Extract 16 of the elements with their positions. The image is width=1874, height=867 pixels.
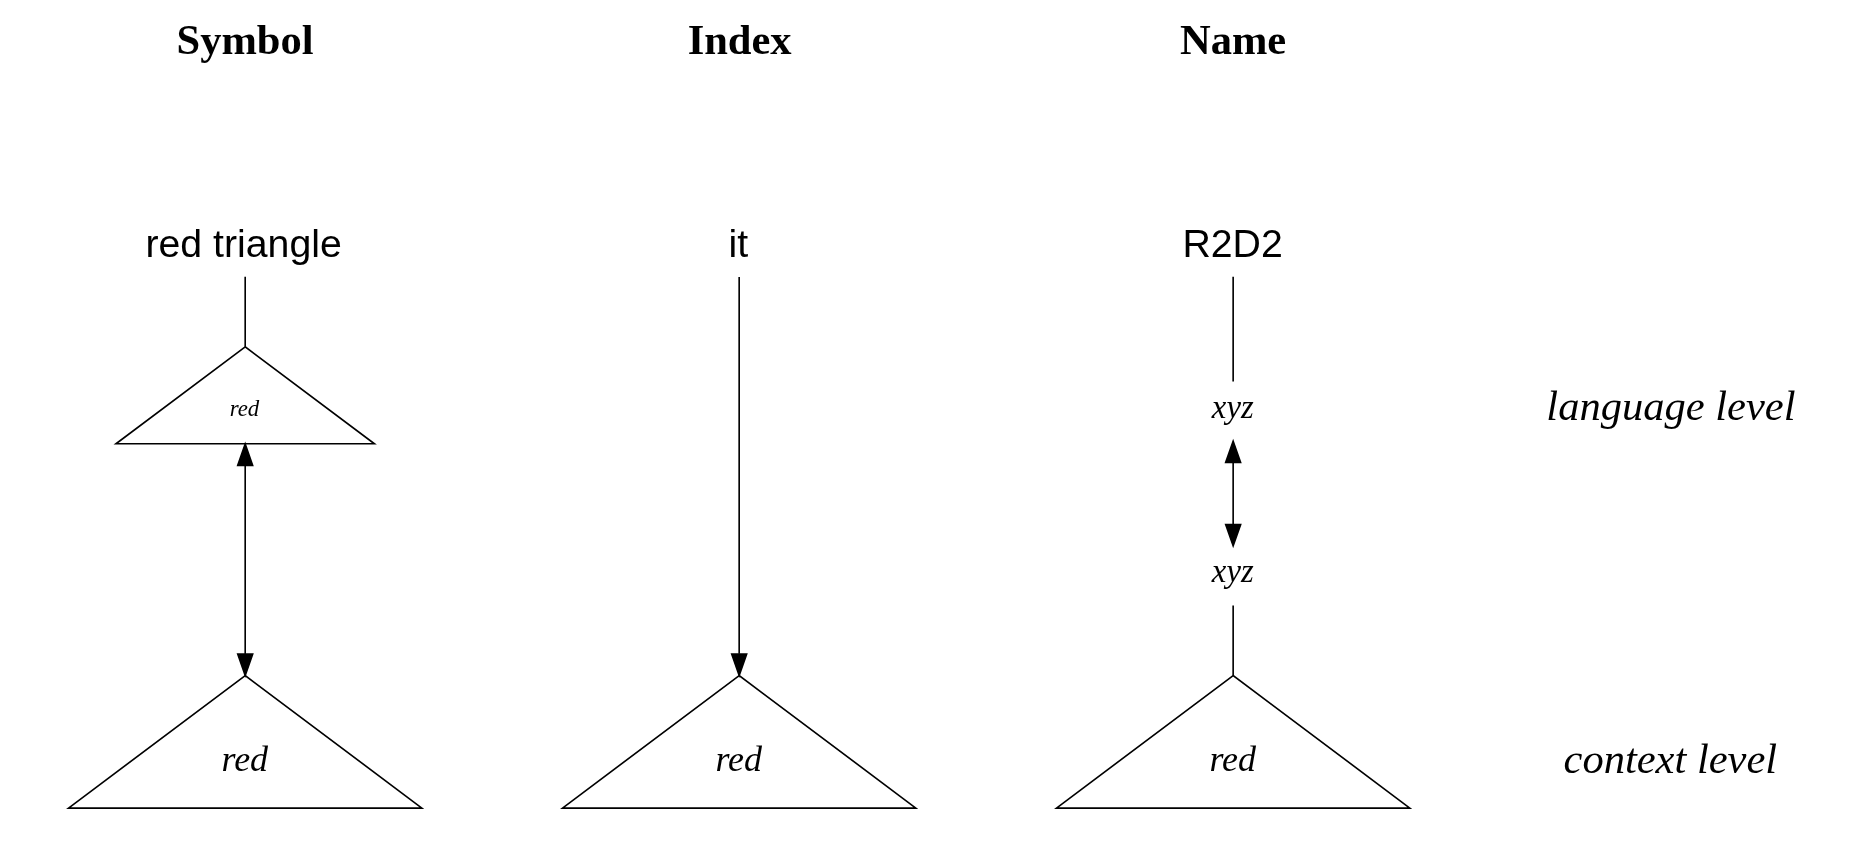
connector bbox=[1231, 275, 1234, 383]
label: Name bbox=[1179, 15, 1286, 63]
arrow bbox=[1224, 438, 1242, 549]
arrow bbox=[730, 276, 748, 678]
node-text: xyz bbox=[1211, 553, 1254, 590]
connector bbox=[243, 275, 246, 348]
node-text: R2D2 bbox=[1181, 221, 1283, 266]
node-text: red triangle bbox=[144, 221, 342, 266]
label: language level bbox=[1545, 382, 1795, 430]
node-text: it bbox=[728, 221, 748, 266]
label: Index bbox=[687, 15, 792, 63]
connector bbox=[1231, 604, 1234, 677]
label: context level bbox=[1563, 734, 1777, 782]
arrow bbox=[236, 441, 254, 678]
label: Symbol bbox=[176, 15, 314, 63]
node-text: xyz bbox=[1211, 388, 1254, 425]
